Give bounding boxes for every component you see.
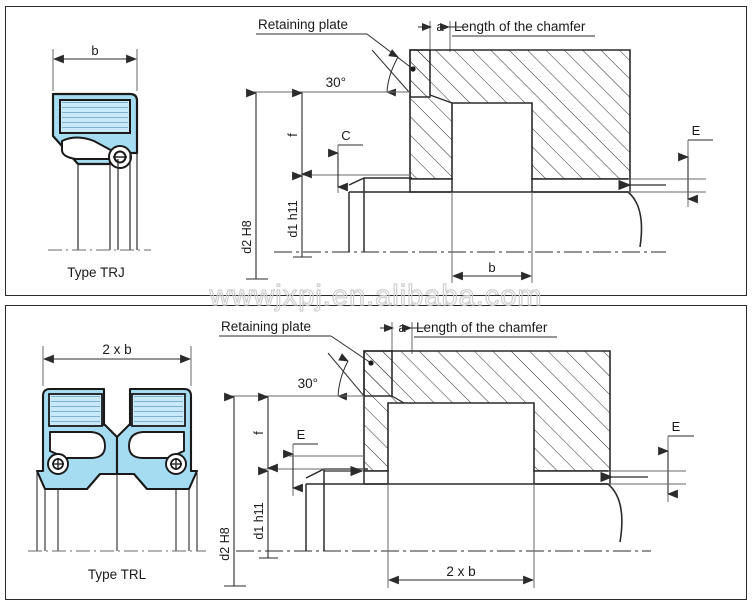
seal-case-hatch-right-trl xyxy=(134,396,183,424)
dimension-2b-bore-trl: 2 x b xyxy=(387,484,535,588)
housing-body-trl xyxy=(363,350,611,472)
housing-step-left-trl xyxy=(363,470,389,485)
angle-30-trl: 30° xyxy=(298,352,365,401)
label-angle-30-trl: 30° xyxy=(298,376,318,391)
angle-30-trj: 30° xyxy=(326,49,410,97)
label-E-inner-trl: E xyxy=(297,427,306,442)
label-chamfer-length-trj: Length of the chamfer xyxy=(454,19,586,34)
seal-lip-cavity-right-trl xyxy=(128,431,185,459)
garter-spring-trj xyxy=(108,145,132,169)
callout-retaining-plate-trl: Retaining plate xyxy=(219,319,374,366)
dimension-b-seal: b xyxy=(52,43,138,91)
label-d1-h11-trl: d1 h11 xyxy=(252,502,266,539)
label-dim-2b-bore-trl: 2 x b xyxy=(446,564,475,579)
callout-retaining-plate-trj: Retaining plate xyxy=(256,17,416,72)
drawing-trj: b xyxy=(48,17,713,283)
label-f-trj: f xyxy=(286,133,300,137)
seal-lip-cavity-left-trl xyxy=(49,431,106,459)
housing-trl xyxy=(363,350,611,485)
callout-chamfer-trj: Length of the chamfer a xyxy=(418,19,595,52)
label-E-trl: E xyxy=(672,419,681,434)
dimension-E-trl: E xyxy=(600,419,694,502)
housing-step-right-trl xyxy=(533,470,611,485)
label-E-trj: E xyxy=(692,123,701,138)
seal-case-hatch-left-trl xyxy=(51,396,100,424)
label-d2-h8-trj: d2 H8 xyxy=(240,220,254,253)
retaining-plate-trl xyxy=(363,350,393,397)
housing-step-right-trj xyxy=(531,178,631,193)
seal-projection-lines-trj xyxy=(77,153,138,250)
label-d2-h8-trl: d2 H8 xyxy=(218,527,232,560)
housing-body-trj xyxy=(409,49,631,180)
label-chamfer-a-trj: a xyxy=(436,19,444,34)
label-dim-b-seal: b xyxy=(91,43,98,58)
caption-type-trl: Type TRL xyxy=(88,567,147,582)
label-dim-2b-seal: 2 x b xyxy=(102,342,131,357)
label-angle-30-trj: 30° xyxy=(326,75,346,90)
garter-spring-left-trl xyxy=(47,453,69,475)
dimension-stack-trl: d2 H8 f d1 h11 E xyxy=(218,392,364,587)
dimension-stack-trj: d2 H8 f d1 h11 C xyxy=(240,88,410,280)
housing-step-left-trj xyxy=(409,178,453,193)
shaft-chamfer-trj xyxy=(348,177,412,186)
housing-trj xyxy=(409,49,631,193)
panel-type-trl: 2 x b xyxy=(5,305,747,600)
garter-spring-right-trl xyxy=(165,453,187,475)
label-chamfer-a-trl: a xyxy=(398,320,406,335)
retaining-plate-trj xyxy=(409,49,431,98)
label-f-trl: f xyxy=(252,431,266,435)
installation-section-trj: Retaining plate 30° Length of the chamfe… xyxy=(240,17,713,283)
seal-section-trj: b xyxy=(48,43,151,280)
label-dim-b-bore-trj: b xyxy=(488,260,495,275)
installation-section-trl: Retaining plate 30° Length of the chamfe… xyxy=(218,319,694,588)
seal-section-trl: 2 x b xyxy=(28,342,206,582)
caption-type-trj: Type TRJ xyxy=(67,265,125,280)
dimension-2b-seal: 2 x b xyxy=(42,342,192,386)
dimension-E-trj: E xyxy=(618,123,713,207)
drawing-trl: 2 x b xyxy=(28,319,694,588)
callout-chamfer-trl: Length of the chamfer a xyxy=(380,320,557,354)
panel-type-trj: b xyxy=(5,6,747,296)
label-retaining-plate-trj: Retaining plate xyxy=(258,17,348,32)
seal-projection-lines-trl xyxy=(36,471,198,551)
dimension-b-bore-trj: b xyxy=(451,192,533,283)
label-C-trj: C xyxy=(341,128,350,143)
label-chamfer-length-trl: Length of the chamfer xyxy=(416,320,548,335)
label-retaining-plate-trl: Retaining plate xyxy=(221,319,311,334)
seal-case-hatch-trj xyxy=(62,102,128,131)
label-d1-h11-trj: d1 h11 xyxy=(286,200,300,237)
